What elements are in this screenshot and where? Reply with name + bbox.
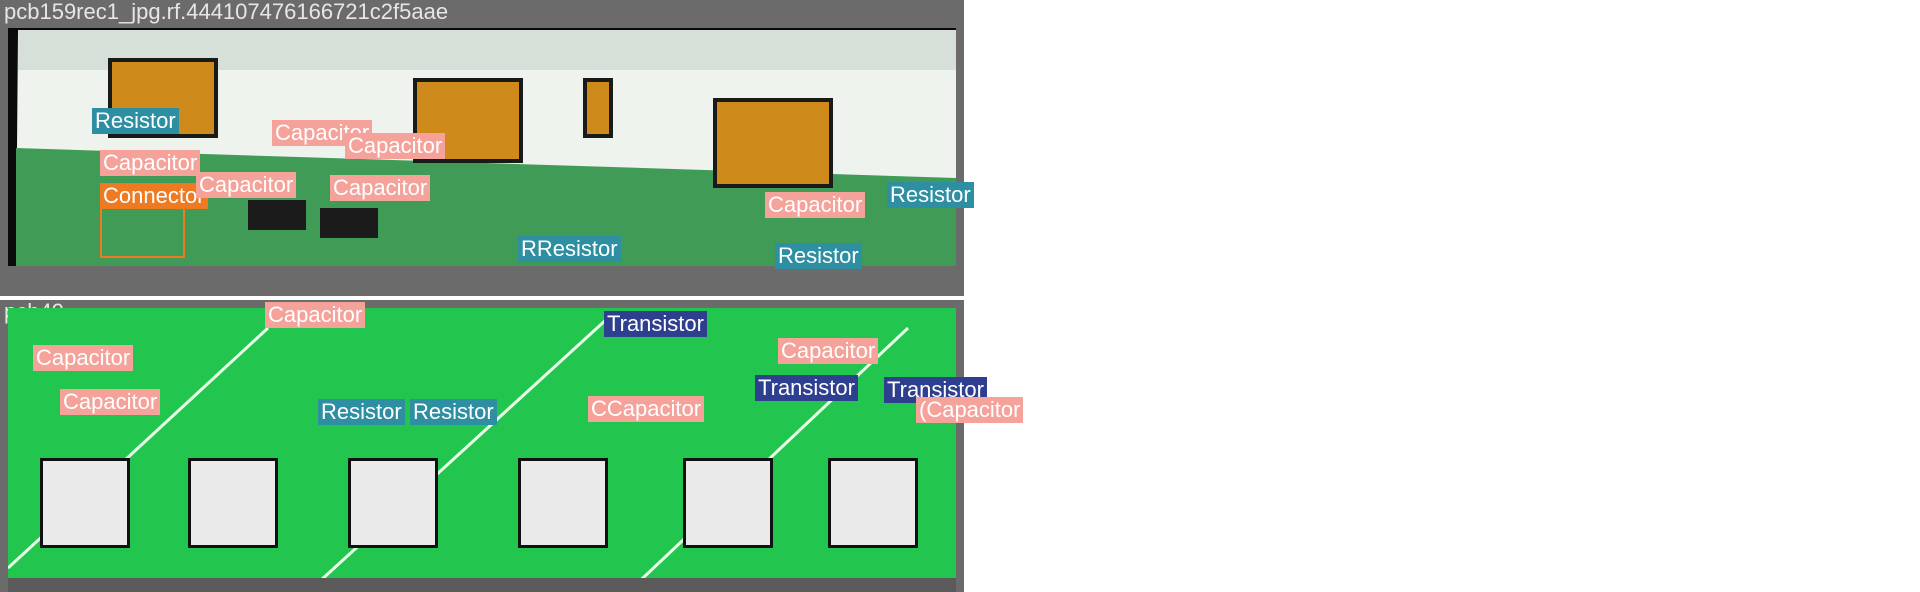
transformer	[188, 458, 278, 548]
transformer	[348, 458, 438, 548]
chip	[248, 200, 306, 230]
pcb-photo-1	[8, 28, 956, 266]
chip	[320, 208, 378, 238]
detection-label: Capacitor	[100, 150, 201, 176]
detection-label: Capacitor	[345, 133, 446, 159]
detection-label: Capacitor	[196, 172, 297, 198]
detection-label: Capacitor	[265, 302, 366, 328]
detection-label: Resistor	[318, 399, 405, 425]
transformer	[413, 78, 523, 163]
detection-label: Resistor	[92, 108, 179, 134]
detection-label: (Capacitor	[916, 397, 1024, 423]
detection-label: CCapacitor	[588, 396, 705, 422]
detection-label: Capacitor	[330, 175, 431, 201]
detection-label: Resistor	[410, 399, 497, 425]
detection-label: Transistor	[755, 375, 858, 401]
transformer	[828, 458, 918, 548]
detection-label: Resistor	[775, 243, 862, 269]
transformer	[40, 458, 130, 548]
detection-label: Transistor	[604, 311, 707, 337]
connector-box	[100, 203, 185, 258]
transformer	[518, 458, 608, 548]
detection-label: Capacitor	[60, 389, 161, 415]
transformer	[583, 78, 613, 138]
detection-label: Capacitor	[765, 192, 866, 218]
image-panel-1: pcb159rec1_jpg.rf.444107476166721c2f5aae	[0, 0, 964, 296]
transformer	[683, 458, 773, 548]
image-caption: pcb159rec1_jpg.rf.444107476166721c2f5aae	[4, 0, 449, 24]
detection-label: Resistor	[887, 182, 974, 208]
detection-label: RResistor	[518, 236, 621, 262]
detection-label: Capacitor	[778, 338, 879, 364]
detection-label: Connector	[100, 183, 208, 209]
detection-label: Capacitor	[33, 345, 134, 371]
transformer	[713, 98, 833, 188]
